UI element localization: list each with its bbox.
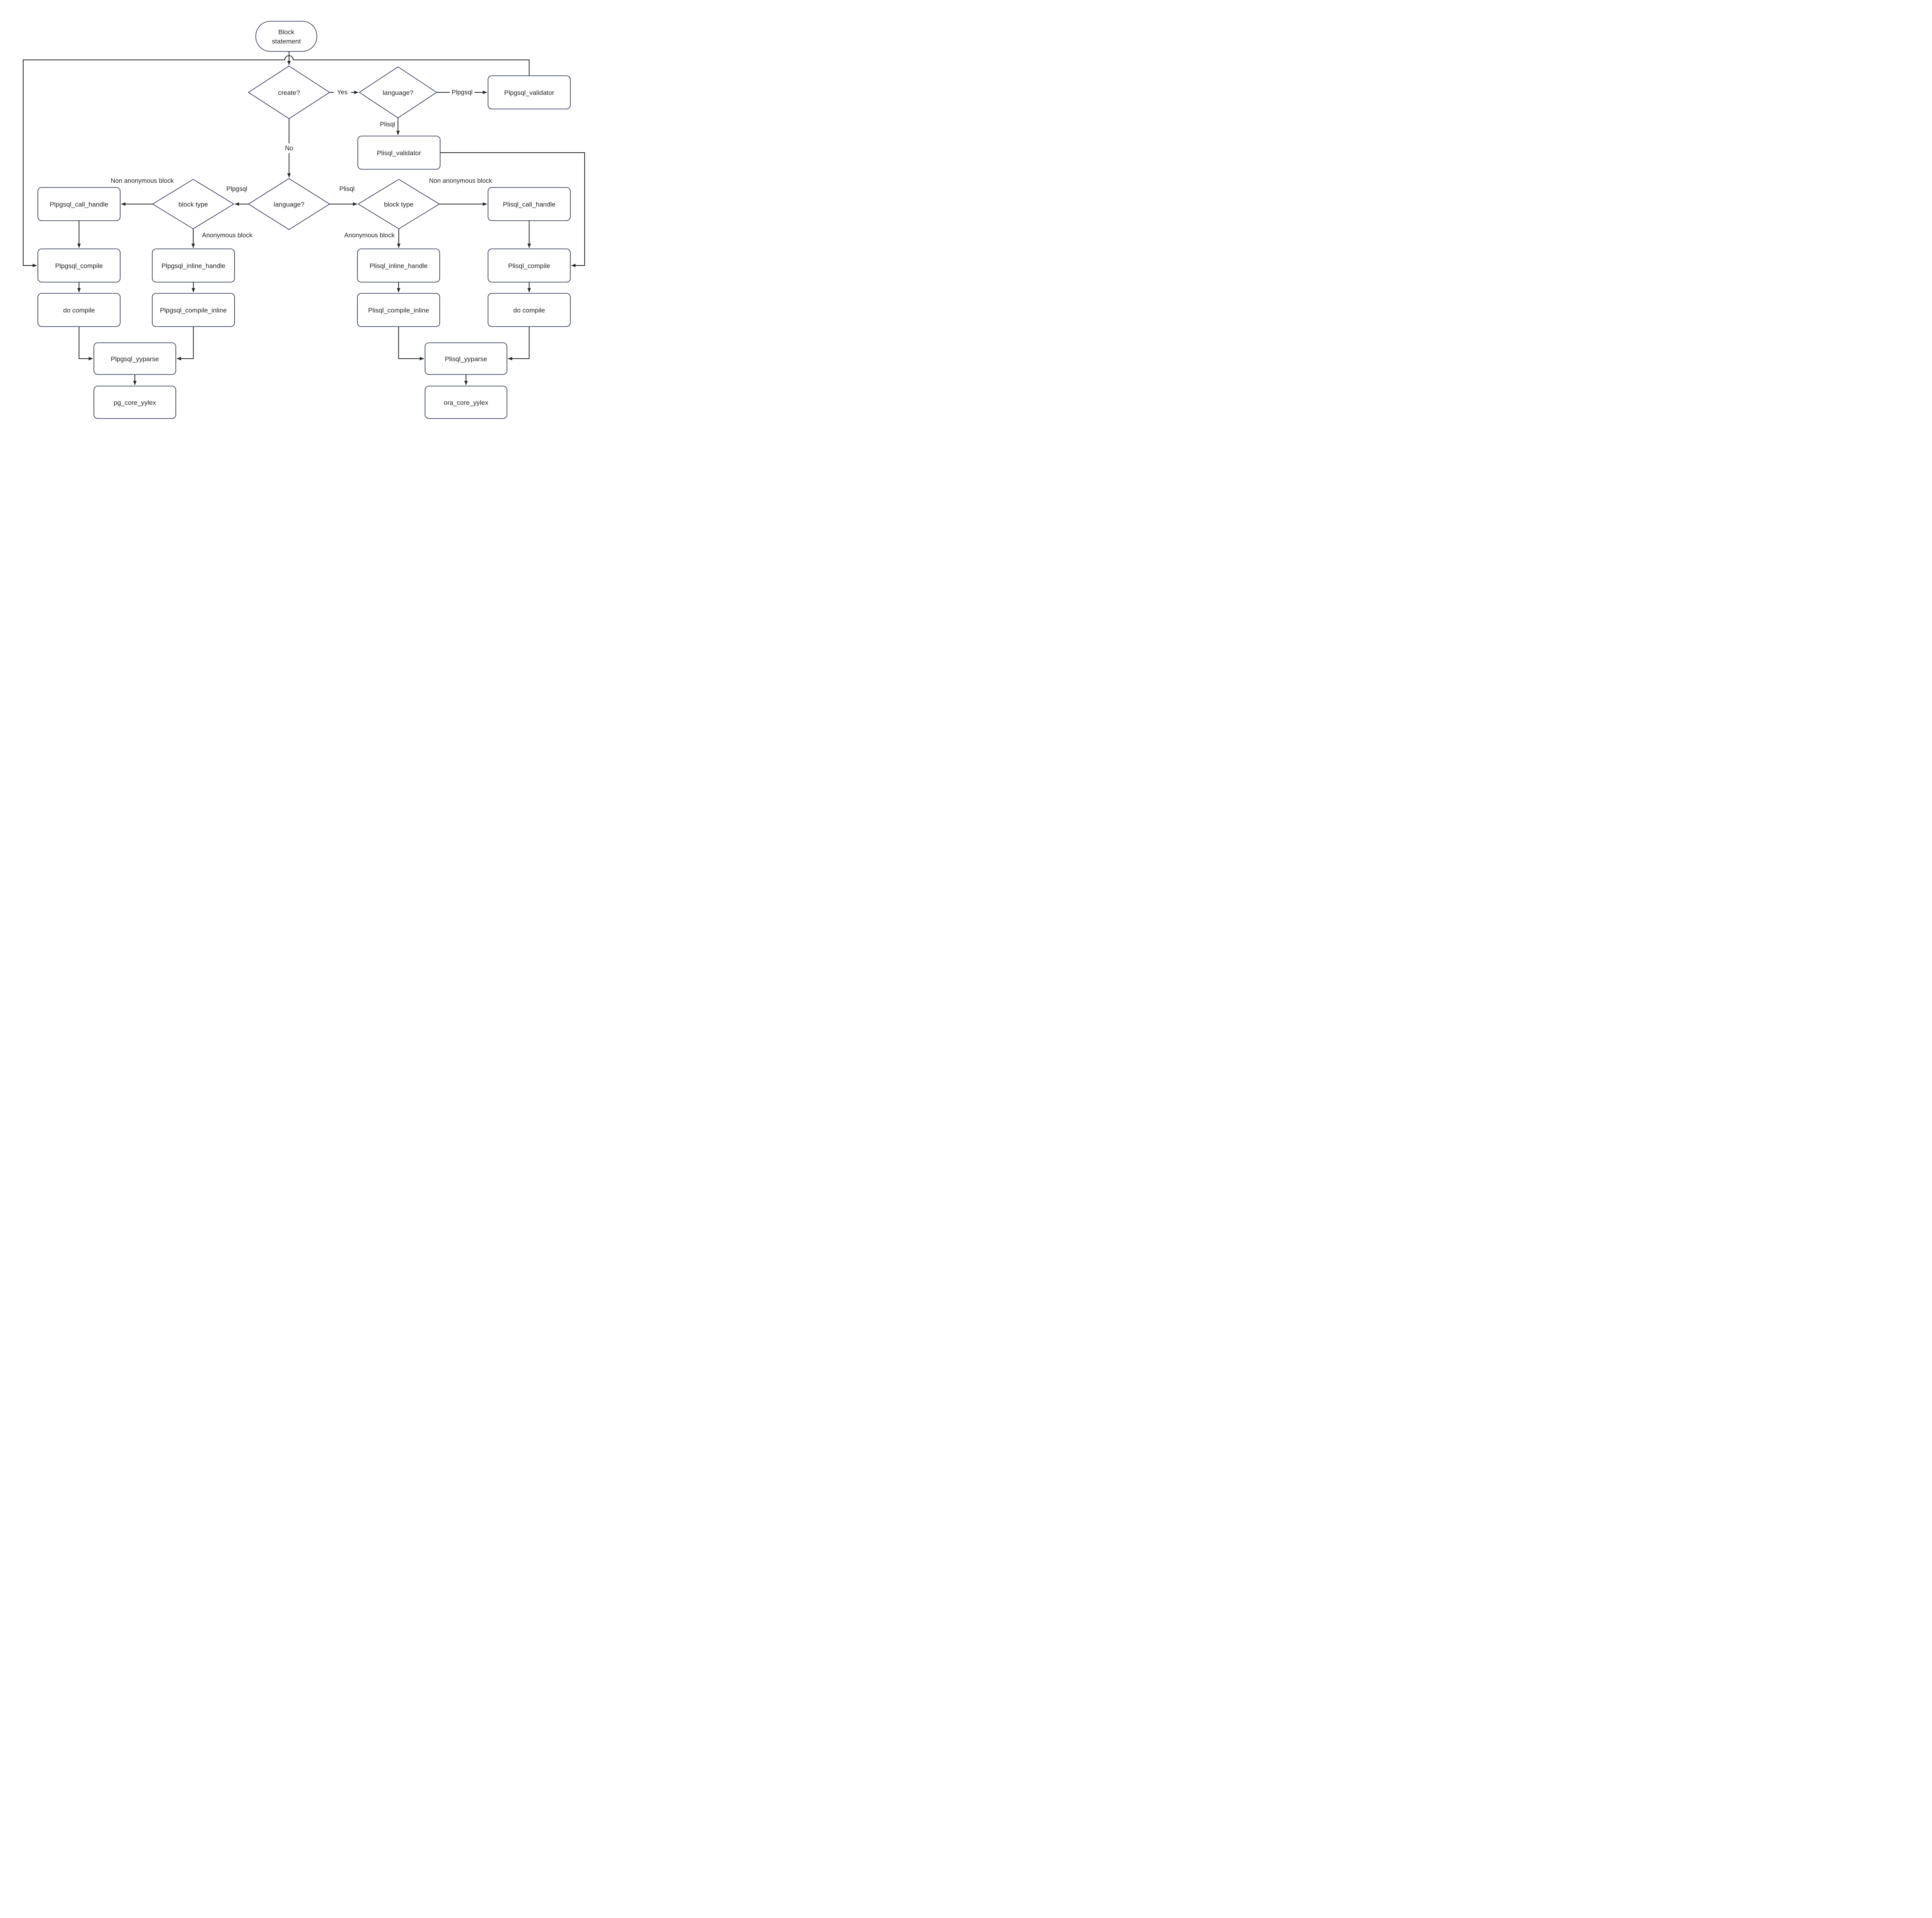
node-plpgsql-compile-shape	[37, 248, 121, 283]
node-plisql-call-handle: Plisql_call_handle	[488, 187, 571, 221]
node-plisql-call-handle-label: Plisql_call_handle	[503, 201, 555, 208]
edge-do-compile-right-to-plisql-yyparse	[508, 327, 530, 361]
node-plpgsql-compile: Plpgsql_compile	[37, 248, 121, 283]
node-block-statement-label-line2: statement	[272, 38, 301, 45]
node-plisql-compile-inline-label: Plisql_compile_inline	[368, 307, 429, 314]
edge-label-plpgsql-top-bg	[450, 88, 474, 97]
edge-label-anonymous-left: Anonymous block	[202, 232, 253, 239]
node-language-center-label: language?	[274, 201, 304, 208]
edge-label-non-anonymous-right: Non anonymous block	[429, 177, 492, 184]
node-pg-core-yylex: pg_core_yylex	[94, 386, 176, 419]
node-plpgsql-compile-inline-shape	[152, 293, 235, 327]
node-ora-core-yylex-shape	[425, 386, 507, 419]
node-block-statement-label-line1: Block	[278, 29, 294, 36]
edge-plpgsql-compile-inline-to-yyparse	[177, 327, 194, 361]
node-plisql-yyparse-shape	[425, 342, 507, 375]
node-plpgsql-call-handle-shape	[37, 187, 121, 221]
node-plisql-validator-label: Plisql_validator	[377, 150, 421, 157]
node-plpgsql-yyparse-label: Plpgsql_yyparse	[111, 356, 159, 363]
node-plisql-yyparse-label: Plisql_yyparse	[445, 356, 487, 363]
node-block-statement-shape	[255, 21, 317, 52]
edge-label-no-bg	[282, 143, 296, 153]
flowchart-svg: Block statement create? language? Plpgsq…	[23, 21, 585, 419]
node-plpgsql-call-handle: Plpgsql_call_handle	[37, 187, 121, 221]
node-do-compile-left: do compile	[37, 293, 121, 327]
node-plisql-inline-handle-shape	[357, 248, 440, 283]
node-block-type-right: block type	[357, 179, 440, 229]
node-do-compile-right: do compile	[488, 293, 571, 327]
node-plpgsql-inline-handle: Plpgsql_inline_handle	[152, 248, 235, 283]
edge-label-plisql-top: Plisql	[380, 121, 395, 128]
node-block-type-left: block type	[152, 179, 235, 229]
edge-label-plpgsql-center: Plpgsql	[226, 186, 247, 192]
node-plisql-compile-inline: Plisql_compile_inline	[357, 293, 440, 327]
node-do-compile-right-shape	[488, 293, 571, 327]
node-language-center-shape	[248, 178, 330, 230]
edge-label-no: No	[285, 145, 293, 152]
node-block-type-right-shape	[357, 179, 440, 229]
edge-label-plisql-center: Plisql	[339, 186, 354, 192]
edge-label-yes-bg	[334, 88, 351, 97]
node-block-type-left-label: block type	[179, 201, 208, 208]
edge-plpgsql-validator-loop-to-plpgsql-compile	[23, 55, 530, 267]
node-plisql-compile: Plisql_compile	[488, 248, 571, 283]
edge-label-yes: Yes	[337, 89, 348, 96]
node-do-compile-left-shape	[37, 293, 121, 327]
node-plisql-inline-handle: Plisql_inline_handle	[357, 248, 440, 283]
node-do-compile-right-label: do compile	[513, 307, 545, 314]
node-plisql-yyparse: Plisql_yyparse	[425, 342, 507, 375]
node-plisql-compile-shape	[488, 248, 571, 283]
node-block-type-right-label: block type	[384, 201, 414, 208]
node-plpgsql-inline-handle-shape	[152, 248, 235, 283]
node-ora-core-yylex: ora_core_yylex	[425, 386, 507, 419]
node-plpgsql-validator: Plpgsql_validator	[488, 75, 571, 109]
node-plpgsql-yyparse-shape	[94, 342, 176, 375]
edge-label-non-anonymous-left: Non anonymous block	[111, 177, 174, 184]
node-block-statement: Block statement	[255, 21, 317, 52]
node-block-type-left-shape	[152, 179, 235, 229]
node-plpgsql-compile-label: Plpgsql_compile	[55, 262, 103, 270]
node-plpgsql-validator-label: Plpgsql_validator	[504, 89, 554, 97]
edge-labels: Yes Plpgsql Plisql No Plpgsql Plisql Non…	[111, 88, 492, 239]
node-pg-core-yylex-label: pg_core_yylex	[114, 399, 156, 407]
node-language-top: language?	[359, 66, 437, 118]
node-plpgsql-compile-inline: Plpgsql_compile_inline	[152, 293, 235, 327]
node-plisql-compile-label: Plisql_compile	[508, 262, 550, 270]
node-ora-core-yylex-label: ora_core_yylex	[444, 399, 488, 407]
node-plisql-compile-inline-shape	[357, 293, 440, 327]
node-create-decision-label: create?	[278, 89, 300, 97]
node-plpgsql-compile-inline-label: Plpgsql_compile_inline	[160, 307, 227, 314]
node-language-center: language?	[248, 178, 330, 230]
node-plisql-inline-handle-label: Plisql_inline_handle	[369, 262, 427, 270]
edge-label-plisql-top-bg	[377, 120, 397, 129]
edge-label-plpgsql-top: Plpgsql	[452, 89, 473, 96]
node-plpgsql-inline-handle-label: Plpgsql_inline_handle	[162, 262, 225, 270]
edge-plisql-validator-loop-to-plisql-compile	[440, 152, 585, 267]
node-language-top-label: language?	[383, 89, 413, 97]
node-create-decision-shape	[248, 66, 330, 119]
node-plisql-validator: Plisql_validator	[357, 136, 440, 170]
node-language-top-shape	[359, 66, 437, 118]
edge-do-compile-left-to-plpgsql-yyparse	[78, 327, 93, 361]
edge-label-anonymous-right: Anonymous block	[344, 232, 395, 239]
node-plpgsql-call-handle-label: Plpgsql_call_handle	[50, 201, 108, 208]
node-pg-core-yylex-shape	[94, 386, 176, 419]
node-plisql-call-handle-shape	[488, 187, 571, 221]
node-plpgsql-validator-shape	[488, 75, 571, 109]
edge-plisql-compile-inline-to-yyparse	[398, 327, 424, 361]
node-do-compile-left-label: do compile	[63, 307, 95, 314]
node-plpgsql-yyparse: Plpgsql_yyparse	[94, 342, 176, 375]
node-plisql-validator-shape	[357, 136, 440, 170]
flowchart-canvas: Block statement create? language? Plpgsq…	[0, 0, 597, 422]
node-create-decision: create?	[248, 66, 330, 119]
